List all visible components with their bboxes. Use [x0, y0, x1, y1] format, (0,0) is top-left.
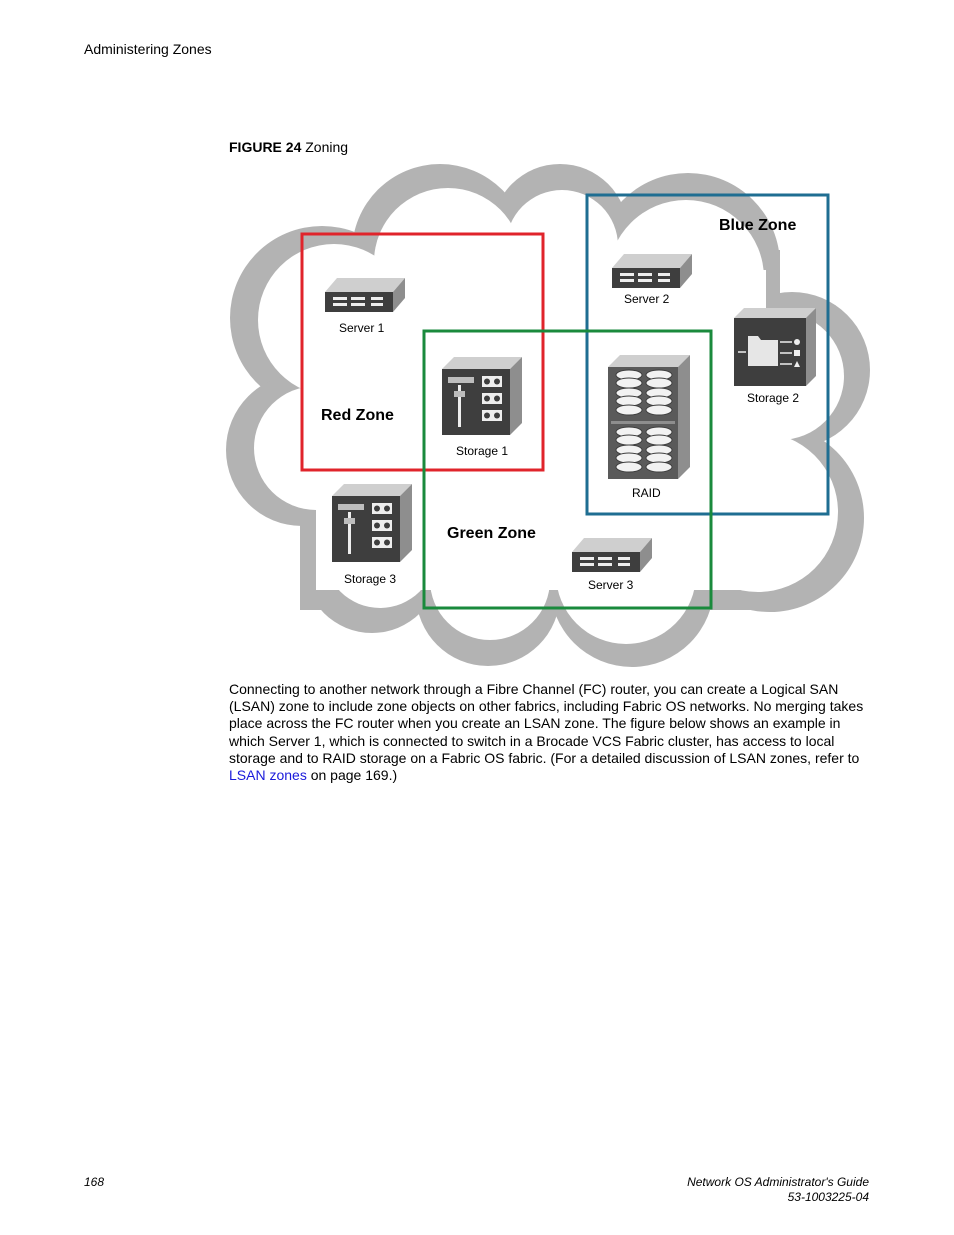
- page-number: 168: [84, 1175, 105, 1189]
- server1-icon: [325, 278, 405, 312]
- blue-zone-box: [585, 193, 830, 516]
- storage3-icon: [332, 484, 412, 562]
- doc-title: Network OS Administrator's Guide: [687, 1175, 869, 1189]
- green-zone-box: [422, 329, 713, 610]
- figure-number: FIGURE 24: [229, 139, 302, 155]
- server3-label: Server 3: [588, 578, 634, 592]
- server2-icon: [612, 254, 692, 288]
- storage2-label: Storage 2: [747, 391, 799, 405]
- storage3-label: Storage 3: [344, 572, 396, 586]
- green-zone-label: Green Zone: [447, 525, 536, 542]
- body-paragraph: Connecting to another network through a …: [229, 681, 869, 784]
- storage1-label: Storage 1: [456, 444, 508, 458]
- paragraph-text: Connecting to another network through a …: [229, 681, 864, 766]
- blue-zone-label: Blue Zone: [719, 217, 796, 234]
- figure-caption: FIGURE 24 Zoning: [229, 139, 348, 155]
- storage1-icon: [442, 357, 522, 435]
- running-header: Administering Zones: [84, 41, 212, 57]
- server1-label: Server 1: [339, 321, 385, 335]
- storage2-icon: [734, 308, 816, 386]
- raid-label: RAID: [632, 486, 661, 500]
- raid-icon: [608, 355, 690, 479]
- lsan-zones-link[interactable]: LSAN zones: [229, 767, 307, 784]
- red-zone-label: Red Zone: [321, 407, 394, 424]
- zoning-diagram: Red Zone Blue Zone Green Zone Server 1 S…: [226, 164, 870, 667]
- server2-label: Server 2: [624, 292, 670, 306]
- doc-number: 53-1003225-04: [787, 1190, 869, 1204]
- figure-title: Zoning: [305, 139, 349, 155]
- server3-icon: [572, 538, 652, 572]
- paragraph-tail: on page 169.): [306, 767, 398, 784]
- footer-doc-info: Network OS Administrator's Guide 53-1003…: [687, 1175, 869, 1205]
